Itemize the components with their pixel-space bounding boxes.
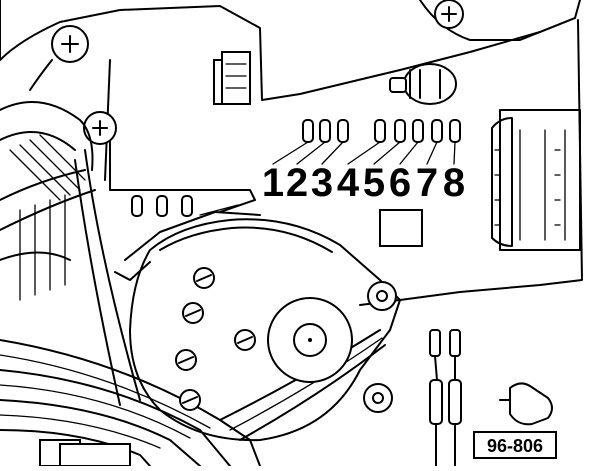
terminal-pin <box>394 119 406 143</box>
disc-screw <box>234 329 256 351</box>
bulb-socket <box>389 63 457 105</box>
callout-leader <box>321 141 344 165</box>
switch-disc <box>114 204 401 442</box>
spare-contacts <box>131 195 193 217</box>
terminal-pin <box>337 119 349 143</box>
terminal-pin <box>302 119 314 143</box>
callout-number: 7 <box>416 161 438 205</box>
callout-number: 5 <box>363 161 385 205</box>
reference-code: 96-806 <box>487 436 543 456</box>
connector-block-bottom <box>39 439 131 467</box>
screw-left-middle <box>83 111 117 145</box>
relay-block <box>213 51 251 105</box>
callout-leader <box>426 141 438 165</box>
terminal-7: 7 <box>416 119 443 205</box>
reference-label: 96-806 <box>473 431 557 459</box>
callout-leader <box>399 141 419 165</box>
gauge-cylinder <box>491 109 581 251</box>
terminal-4: 4 <box>337 119 386 205</box>
disc-screw <box>179 389 201 411</box>
callout-number: 4 <box>337 161 360 205</box>
terminal-pin <box>449 119 461 143</box>
terminal-2: 2 <box>286 119 331 205</box>
test-pad <box>379 209 423 247</box>
disc-screw <box>175 349 197 371</box>
screw-top-left <box>29 25 89 91</box>
callout-leader <box>453 141 456 165</box>
callout-number: 1 <box>262 161 284 205</box>
terminal-pin <box>431 119 443 143</box>
screw-top <box>434 0 464 29</box>
terminal-1: 1 <box>262 119 314 205</box>
disc-screw <box>182 302 204 324</box>
callout-leader <box>296 141 326 165</box>
pivot-lug-top <box>367 281 397 311</box>
terminal-3: 3 <box>311 119 349 205</box>
pivot-lug-bottom <box>363 383 393 413</box>
callout-leader <box>347 141 381 165</box>
disc-screw <box>193 267 215 289</box>
terminal-8: 8 <box>443 119 465 205</box>
inline-fuses <box>429 329 462 467</box>
small-bulb <box>499 382 553 426</box>
terminal-pin <box>412 119 424 143</box>
callout-number: 2 <box>286 161 308 205</box>
callout-number: 6 <box>389 161 411 205</box>
wiring-harness-left <box>0 101 141 406</box>
terminal-pin <box>374 119 386 143</box>
callout-leader <box>272 141 309 165</box>
disc-screw-column <box>175 267 256 411</box>
callout-leader <box>373 141 401 165</box>
terminal-pin <box>319 119 331 143</box>
terminal-5: 5 <box>363 119 406 205</box>
terminal-6: 6 <box>389 119 424 205</box>
callout-number: 8 <box>443 161 465 205</box>
callout-number: 3 <box>311 161 333 205</box>
